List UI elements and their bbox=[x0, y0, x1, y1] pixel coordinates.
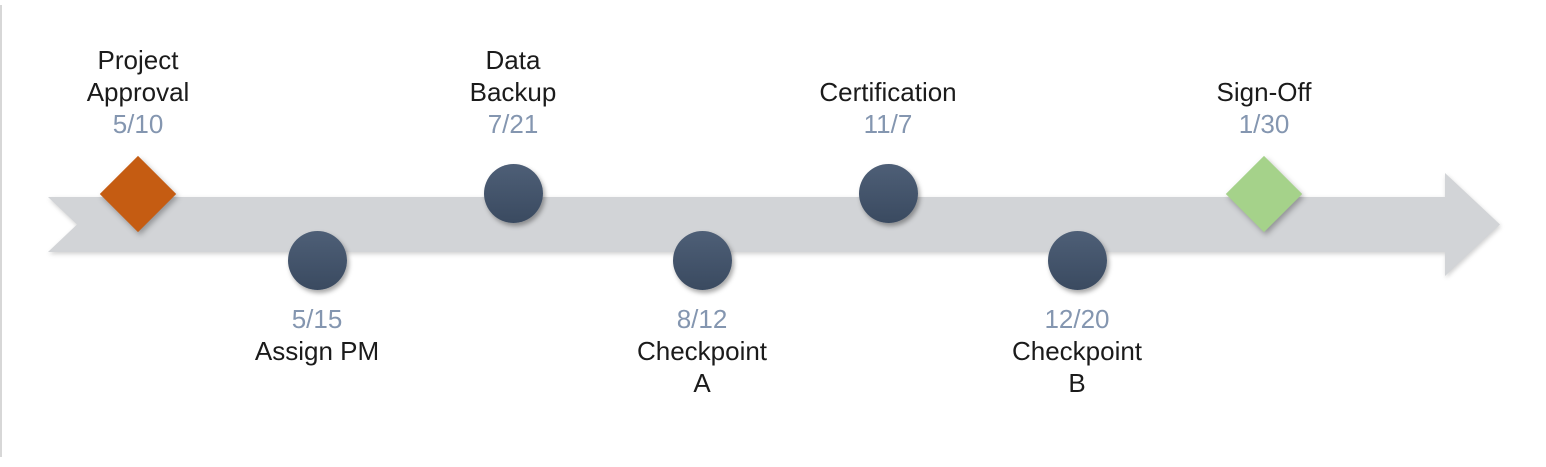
circle-marker[interactable] bbox=[1047, 230, 1107, 290]
slide-edge-line bbox=[0, 5, 2, 457]
diamond-marker[interactable] bbox=[99, 155, 177, 232]
diamond-marker[interactable] bbox=[1225, 155, 1303, 232]
circle-marker[interactable] bbox=[858, 164, 918, 223]
circle-marker[interactable] bbox=[483, 164, 543, 223]
circle-marker[interactable] bbox=[287, 230, 347, 290]
circle-marker[interactable] bbox=[672, 230, 732, 290]
diamond-shape bbox=[1225, 155, 1303, 232]
diamond-shape bbox=[99, 155, 177, 232]
timeline-arrow[interactable] bbox=[48, 173, 1500, 276]
